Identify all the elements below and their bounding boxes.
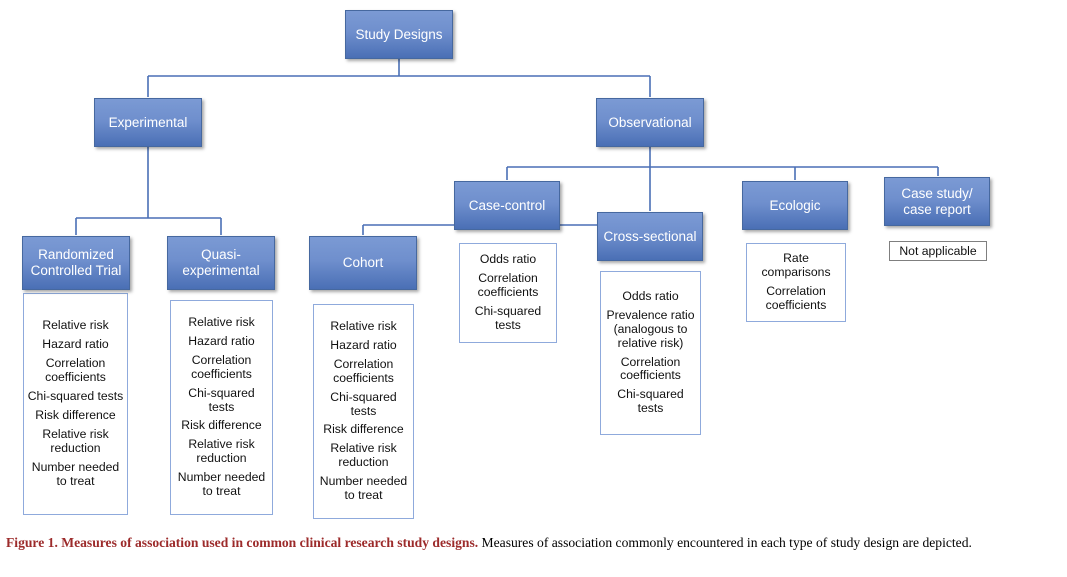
list-item: Hazard ratio <box>330 337 397 352</box>
measures-list-rct: Relative risk Hazard ratio Correlation c… <box>23 293 128 515</box>
node-cohort[interactable]: Cohort <box>309 236 417 290</box>
node-quasi-experimental[interactable]: Quasi-experimental <box>167 236 275 290</box>
list-item: Number needed to treat <box>31 459 120 488</box>
list-item: Relative risk <box>330 319 397 334</box>
node-quasi-experimental-label: Quasi-experimental <box>182 247 260 278</box>
list-item: Chi-squared tests <box>188 385 255 414</box>
list-item: Relative risk reduction <box>330 441 397 470</box>
node-ecologic[interactable]: Ecologic <box>742 181 848 230</box>
list-item: Risk difference <box>323 422 404 437</box>
figure-caption-body: Measures of association commonly encount… <box>478 535 972 550</box>
measures-list-case-study: Not applicable <box>889 241 987 261</box>
list-item: Hazard ratio <box>42 337 109 352</box>
measures-list-ecologic: Rate comparisons Correlation coefficient… <box>746 243 846 322</box>
list-item: Correlation coefficients <box>620 354 681 383</box>
node-case-study-case-report[interactable]: Case study/ case report <box>884 177 990 226</box>
measures-list-case-control: Odds ratio Correlation coefficients Chi-… <box>459 243 557 343</box>
node-case-control-label: Case-control <box>468 197 546 213</box>
node-observational[interactable]: Observational <box>596 98 704 147</box>
list-item: Risk difference <box>35 408 116 422</box>
figure-caption: Figure 1. Measures of association used i… <box>6 534 1056 552</box>
node-study-designs-label: Study Designs <box>355 26 443 42</box>
list-item: Number needed to treat <box>177 470 266 499</box>
measures-list-quasi-experimental: Relative risk Hazard ratio Correlation c… <box>170 300 273 515</box>
list-item: Relative risk reduction <box>188 437 255 466</box>
node-randomized-controlled-trial-label: Randomized Controlled Trial <box>30 247 122 278</box>
list-item: Chi-squared tests <box>330 389 397 418</box>
node-experimental-label: Experimental <box>108 114 188 130</box>
node-randomized-controlled-trial[interactable]: Randomized Controlled Trial <box>22 236 130 290</box>
measures-list-cross-sectional: Odds ratio Prevalence ratio (analogous t… <box>600 271 701 435</box>
list-item: Risk difference <box>181 418 262 433</box>
list-item: Rate comparisons <box>761 251 831 280</box>
node-cross-sectional[interactable]: Cross-sectional <box>597 212 703 261</box>
list-item: Hazard ratio <box>188 333 255 348</box>
list-item: Relative risk <box>42 318 109 333</box>
figure-caption-lead: Figure 1. Measures of association used i… <box>6 535 479 550</box>
list-item: Correlation coefficients <box>45 356 106 385</box>
list-item: Chi-squared tests <box>27 389 124 404</box>
list-item: Relative risk reduction <box>42 426 109 455</box>
list-item: Correlation coefficients <box>477 271 539 300</box>
node-study-designs[interactable]: Study Designs <box>345 10 453 59</box>
node-case-control[interactable]: Case-control <box>454 181 560 230</box>
node-experimental[interactable]: Experimental <box>94 98 202 147</box>
not-applicable-label: Not applicable <box>899 244 977 258</box>
list-item: Chi-squared tests <box>474 303 542 332</box>
list-item: Correlation coefficients <box>333 356 394 385</box>
list-item: Number needed to treat <box>319 474 408 503</box>
node-observational-label: Observational <box>608 114 692 130</box>
list-item: Correlation coefficients <box>191 352 252 381</box>
node-cohort-label: Cohort <box>342 255 384 271</box>
node-ecologic-label: Ecologic <box>769 197 821 213</box>
list-item: Odds ratio <box>479 252 537 267</box>
measures-list-cohort: Relative risk Hazard ratio Correlation c… <box>313 304 414 519</box>
list-item: Chi-squared tests <box>617 387 684 416</box>
list-item: Prevalence ratio (analogous to relative … <box>606 307 695 350</box>
list-item: Relative risk <box>188 315 255 330</box>
node-cross-sectional-label: Cross-sectional <box>603 228 697 244</box>
list-item: Odds ratio <box>622 288 679 303</box>
list-item: Correlation coefficients <box>765 284 827 312</box>
node-case-study-case-report-label: Case study/ case report <box>901 185 973 217</box>
